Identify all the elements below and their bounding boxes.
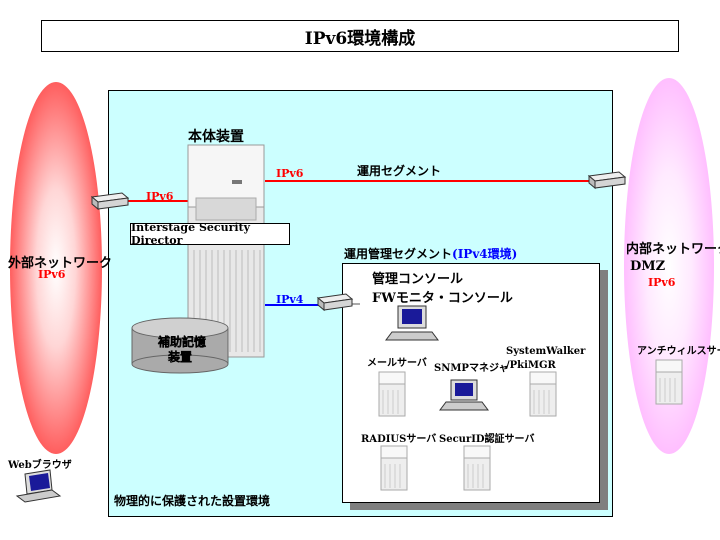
- securid-server-icon: [463, 445, 491, 491]
- antivirus-server-icon: [655, 359, 683, 405]
- mgmt-segment-name: 運用管理セグメント: [344, 247, 453, 261]
- ops-segment-label: 運用セグメント: [357, 164, 442, 178]
- storage-label-2: 装置: [167, 350, 192, 364]
- mgmt-console-label-1: 管理コンソール: [372, 272, 464, 287]
- main-device-label: 本体装置: [188, 129, 244, 145]
- systemwalker-label-2: /PkiMGR: [506, 360, 556, 371]
- mgmt-segment-env: (IPv4環境): [452, 247, 518, 261]
- ops-ipv6-label: IPv6: [276, 167, 304, 180]
- internal-router-icon: [587, 171, 627, 190]
- mgmt-ipv4-label: IPv4: [276, 293, 304, 306]
- mail-server-icon: [378, 371, 406, 417]
- snmp-manager-label: SNMPマネジャ: [434, 363, 509, 374]
- external-network-zone: [10, 82, 102, 454]
- external-ipv6-label: IPv6: [146, 190, 174, 203]
- external-router-icon: [90, 192, 130, 211]
- dmz-label: DMZ: [630, 259, 666, 274]
- mail-server-label: メールサーバ: [367, 358, 427, 369]
- radius-server-icon: [380, 445, 408, 491]
- internal-network-label: 内部ネットワーク: [626, 242, 720, 257]
- diagram-title: IPv6環境構成: [41, 20, 679, 52]
- mgmt-hub-icon: [316, 293, 354, 312]
- external-network-ipv6: IPv6: [38, 268, 66, 281]
- systemwalker-label-1: SystemWalker: [506, 346, 586, 357]
- mgmt-segment-label: 運用管理セグメント(IPv4環境): [344, 245, 517, 262]
- securid-server-label: SecurID認証サーバ: [439, 434, 535, 445]
- external-network-label: 外部ネットワーク: [8, 256, 113, 271]
- protected-environment-label: 物理的に保護された設置環境: [114, 494, 271, 508]
- storage-cylinder-icon: [131, 317, 229, 374]
- systemwalker-server-icon: [529, 371, 557, 417]
- isd-label: Interstage Security Director: [130, 221, 290, 247]
- mgmt-console-pc-icon: [385, 305, 439, 341]
- mgmt-console-label-2: FWモニタ・コンソール: [372, 291, 513, 306]
- radius-server-label: RADIUSサーバ: [361, 434, 437, 445]
- antivirus-server-label: アンチウィルスサーバ: [637, 346, 720, 357]
- internal-network-ipv6: IPv6: [648, 276, 676, 289]
- web-browser-laptop-icon: [15, 469, 62, 503]
- web-browser-label: Webブラウザ: [8, 460, 72, 471]
- storage-label-1: 補助記憶: [158, 335, 207, 349]
- snmp-manager-pc-icon: [439, 379, 489, 411]
